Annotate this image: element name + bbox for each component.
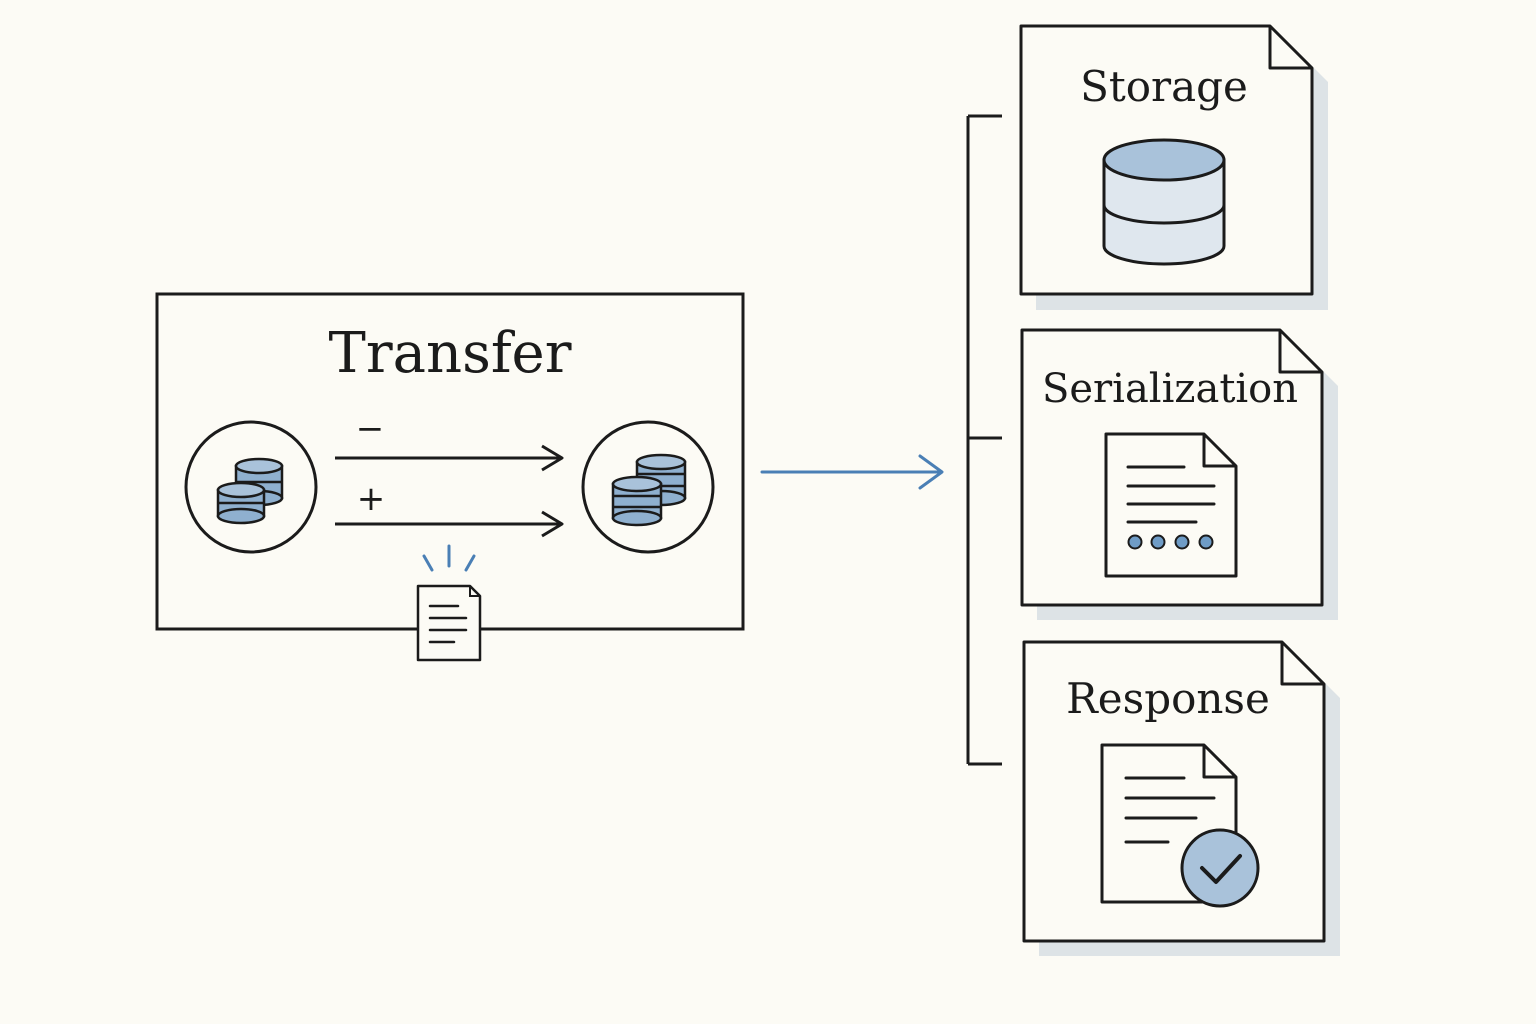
database-icon xyxy=(1102,138,1226,266)
stage-card-storage: Storage xyxy=(1019,24,1328,310)
debit-arrow xyxy=(335,444,564,472)
stage-card-serialization: Serialization xyxy=(1020,328,1338,620)
target-coins-icon xyxy=(581,420,715,554)
stage-title-serialization: Serialization xyxy=(1042,366,1298,412)
source-coins-icon xyxy=(184,420,318,554)
plus-sign: + xyxy=(357,479,386,519)
minus-sign: − xyxy=(356,409,385,449)
serialized-document-icon xyxy=(1104,432,1238,578)
stage-title-storage: Storage xyxy=(1080,62,1248,111)
stage-bracket xyxy=(966,114,1002,766)
transfer-panel: Transfer − + xyxy=(155,292,745,662)
transfer-title: Transfer xyxy=(329,321,572,386)
receipt-icon xyxy=(416,544,482,662)
document-check-icon xyxy=(1100,743,1260,908)
stage-card-response: Response xyxy=(1022,640,1340,956)
flow-arrow xyxy=(760,454,944,490)
credit-arrow xyxy=(335,510,564,538)
stage-title-response: Response xyxy=(1066,674,1270,723)
